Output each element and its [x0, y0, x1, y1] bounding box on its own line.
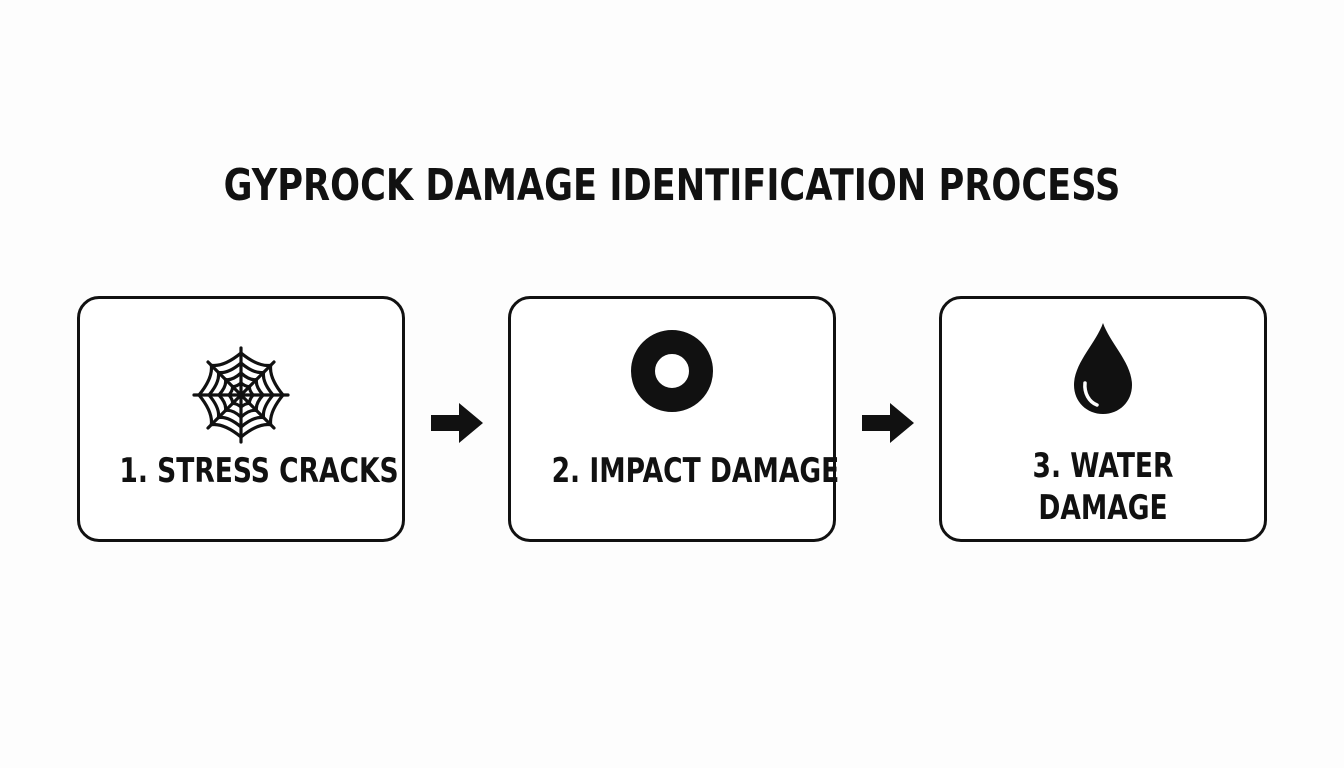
step-label-stress-cracks: 1. STRESS CRACKS	[119, 451, 399, 491]
step-label-water-damage: 3. WATER DAMAGE	[1032, 446, 1174, 528]
water-drop-icon	[1074, 323, 1132, 414]
step-label-impact-damage: 2. IMPACT DAMAGE	[551, 451, 840, 491]
arrow-right-icon	[862, 403, 914, 443]
spider-web-icon	[192, 346, 290, 444]
diagram-title: GYPROCK DAMAGE IDENTIFICATION PROCESS	[223, 160, 1121, 211]
step-box-water-damage: 3. WATER DAMAGE	[939, 296, 1267, 542]
arrow-right-icon	[431, 403, 483, 443]
step-box-impact-damage: 2. IMPACT DAMAGE	[508, 296, 839, 542]
ring-hole-icon	[631, 330, 713, 412]
step-box-stress-cracks: 1. STRESS CRACKS	[77, 296, 405, 542]
